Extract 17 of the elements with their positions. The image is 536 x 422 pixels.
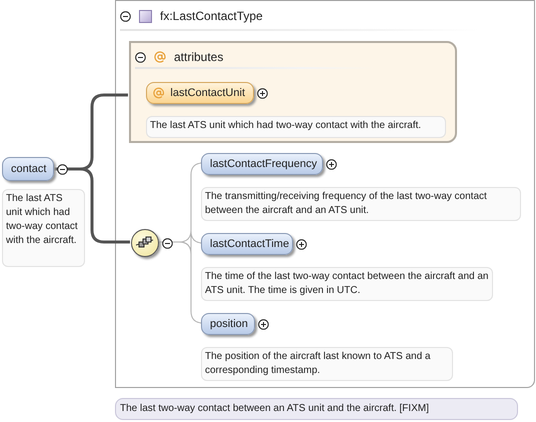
element-box: contact xyxy=(2,157,54,181)
caption-note: The last two-way contact between an ATS unit and the aircraft. [FIXM] xyxy=(115,398,518,420)
type-name: fx:LastContactType xyxy=(160,9,263,23)
description-note: The time of the last two-way contact between the aircraft and an ATS unit. The time is given in UTC. xyxy=(201,267,493,301)
element-box: position xyxy=(201,313,255,335)
description-note: The position of the aircraft last known to ATS and a corresponding timestamp. xyxy=(201,347,453,381)
attributes-group xyxy=(129,41,457,143)
group-title: attributes xyxy=(174,50,224,64)
sequence-circle xyxy=(131,229,159,257)
element-box: lastContactFrequency xyxy=(201,153,323,175)
description-note: The last ATS unit which had two-way contact with the aircraft. xyxy=(146,116,446,138)
attribute-box xyxy=(146,82,254,104)
type-box xyxy=(115,0,535,388)
attribute-name: lastContactUnit xyxy=(170,87,245,99)
description-note: The transmitting/receiving frequency of the last two-way contact between the aircraft and an ATS unit. xyxy=(201,187,521,221)
description-note: The last ATS unit which had two-way contact with the aircraft. xyxy=(2,189,85,267)
element-box: lastContactTime xyxy=(201,233,293,255)
